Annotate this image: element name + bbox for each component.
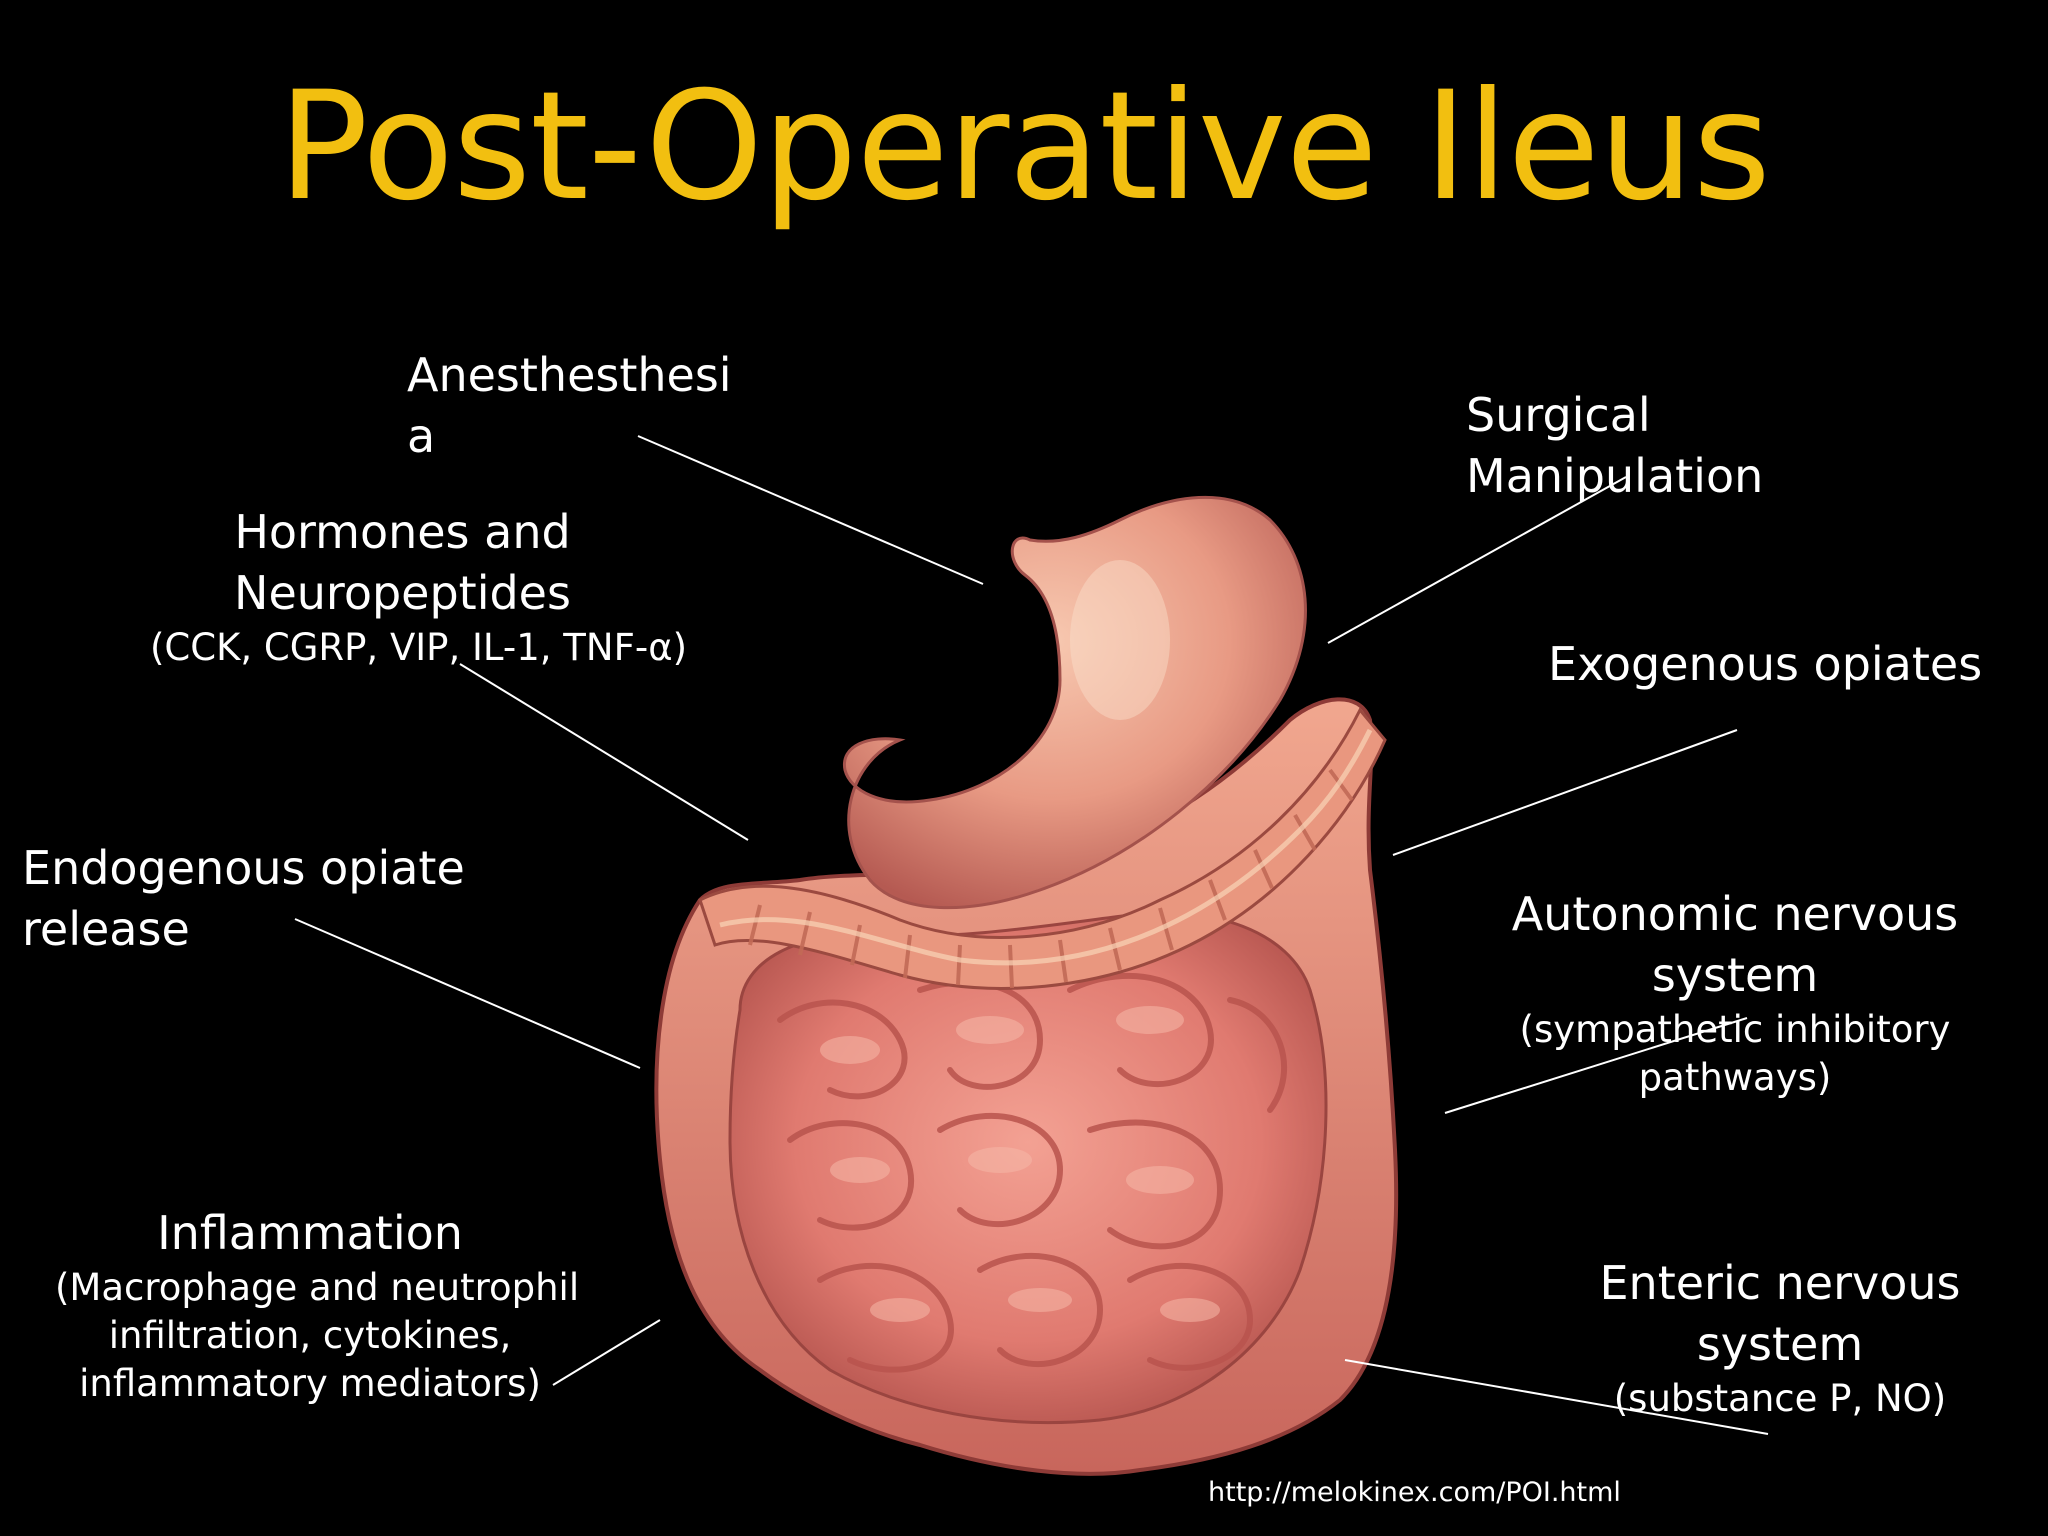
source-url: http://melokinex.com/POI.html (1208, 1477, 1621, 1508)
label-inflammation-detail-3: inflammatory mediators) (79, 1362, 541, 1405)
pointer-endogenous (294, 918, 641, 1069)
label-endogenous: Endogenous opiate release (22, 838, 465, 960)
pointer-surgical (1327, 476, 1627, 644)
label-hormones-detail: (CCK, CGRP, VIP, IL-1, TNF-α) (150, 626, 688, 669)
label-enteric: Enteric nervous system (substance P, NO) (1555, 1253, 2005, 1423)
label-inflammation-line-1: Inflammation (157, 1206, 463, 1260)
label-hormones-line-2: Neuropeptides (234, 566, 571, 620)
stomach (843, 495, 1307, 910)
label-hormones-line-1: Hormones and (234, 505, 571, 559)
small-intestine (728, 911, 1328, 1425)
pointer-hormones (459, 663, 749, 841)
transverse-colon (698, 707, 1387, 990)
label-inflammation-detail-1: (Macrophage and neutrophil (55, 1266, 580, 1309)
label-autonomic-line-2: system (1651, 948, 1819, 1002)
label-endogenous-line-1: Endogenous opiate (22, 841, 465, 895)
label-autonomic-line-1: Autonomic nervous (1511, 887, 1959, 941)
label-exogenous: Exogenous opiates (1548, 637, 1983, 691)
label-hormones: Hormones and Neuropeptides (CCK, CGRP, V… (150, 502, 688, 672)
label-enteric-line-2: system (1696, 1317, 1864, 1371)
label-surgical-line-1: Surgical (1466, 388, 1651, 442)
label-anesthesia-line-2: a (407, 409, 436, 463)
pointer-exogenous (1392, 729, 1738, 856)
label-surgical: Surgical Manipulation (1466, 385, 1763, 507)
label-autonomic: Autonomic nervous system (sympathetic in… (1475, 884, 1995, 1102)
pointer-anesthesia (637, 435, 984, 585)
label-enteric-line-1: Enteric nervous (1599, 1256, 1961, 1310)
label-anesthesia-line-1: Anesthesthesi (407, 348, 732, 402)
label-surgical-line-2: Manipulation (1466, 449, 1764, 503)
label-enteric-detail: (substance P, NO) (1613, 1377, 1947, 1420)
pointer-enteric (1344, 1359, 1769, 1435)
page-title: Post-Operative Ileus (278, 60, 1771, 234)
pointer-autonomic (1444, 1017, 1748, 1114)
label-autonomic-detail-1: (sympathetic inhibitory (1519, 1008, 1951, 1051)
pointer-inflammation (552, 1319, 661, 1386)
label-endogenous-line-2: release (22, 902, 190, 956)
label-anesthesia: Anesthesthesi a (407, 345, 732, 467)
label-inflammation-detail-2: infiltration, cytokines, (108, 1314, 512, 1357)
label-autonomic-detail-2: pathways) (1638, 1056, 1832, 1099)
label-inflammation: Inflammation (Macrophage and neutrophil … (55, 1203, 580, 1408)
